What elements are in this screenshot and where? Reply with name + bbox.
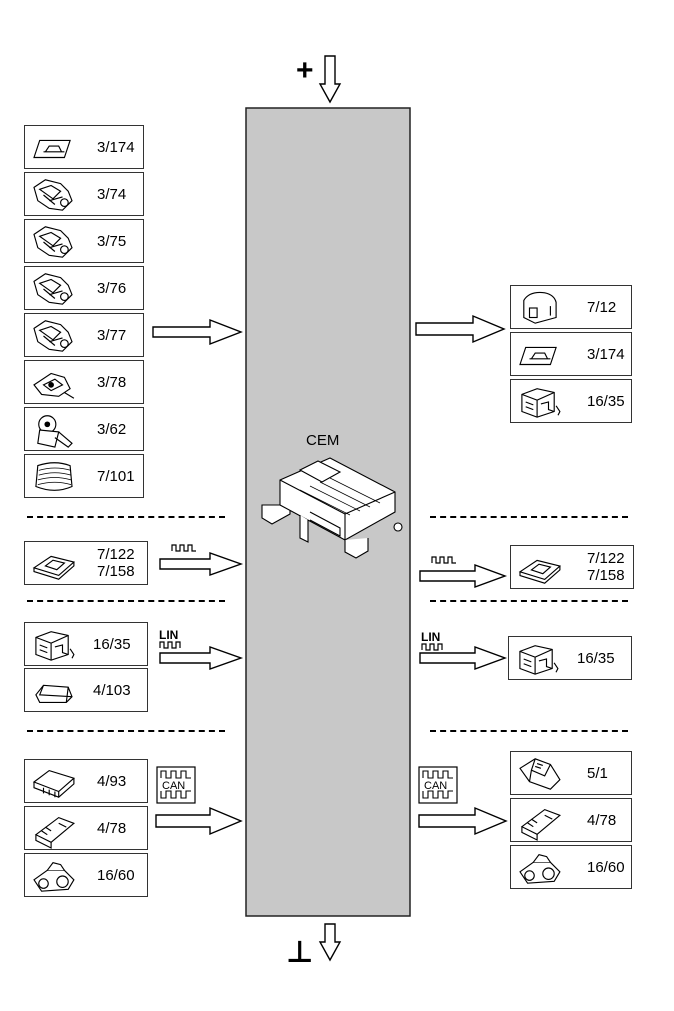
ground-symbol: ⊥ — [286, 935, 313, 970]
component-code: 4/78 — [97, 820, 127, 837]
component-box: 16/35 — [508, 636, 632, 680]
component-box: 3/78 — [24, 360, 144, 404]
component-box: 16/35 — [24, 622, 148, 666]
lock-motor-icon — [33, 226, 73, 258]
component-code: 7/122 7/158 — [97, 546, 135, 580]
output-arrow-group1 — [415, 314, 506, 344]
component-box: 4/103 — [24, 668, 148, 712]
lin-pulse-icon — [159, 641, 181, 649]
component-box: 7/12 — [510, 285, 632, 329]
component-code: 5/1 — [587, 765, 608, 782]
can-signal-icon — [418, 766, 458, 804]
component-box: 7/101 — [24, 454, 144, 498]
component-box: 3/76 — [24, 266, 144, 310]
component-code: 7/12 — [587, 299, 617, 316]
output-arrow-group4 — [418, 806, 508, 836]
cem-unit-icon — [261, 457, 403, 559]
group-separator — [430, 730, 628, 732]
group-separator — [430, 600, 628, 602]
group-separator — [27, 600, 225, 602]
component-code: 7/101 — [97, 468, 135, 485]
cem-label: CEM — [306, 432, 340, 449]
component-box: 3/174 — [24, 125, 144, 169]
component-code: 16/35 — [93, 636, 131, 653]
component-box: 4/78 — [510, 798, 632, 842]
component-code: 3/174 — [587, 346, 625, 363]
component-code: 3/77 — [97, 327, 127, 344]
group-separator — [27, 730, 225, 732]
component-code: 16/60 — [587, 859, 625, 876]
component-box: 16/60 — [24, 853, 148, 897]
ground-out-arrow — [318, 923, 342, 962]
input-arrow-group4 — [155, 806, 243, 836]
lin-pulse-icon — [421, 643, 443, 651]
component-code: 4/78 — [587, 812, 617, 829]
output-arrow-group2 — [419, 563, 508, 589]
climate-unit-icon — [521, 388, 561, 418]
group-separator — [27, 516, 225, 518]
climate-unit-icon — [519, 645, 559, 675]
component-code: 3/74 — [97, 186, 127, 203]
antenna-module-icon — [518, 559, 562, 584]
component-box: 16/60 — [510, 845, 632, 889]
can-signal-icon — [156, 766, 196, 804]
component-box: 3/62 — [24, 407, 144, 451]
pump-unit-icon — [33, 862, 75, 892]
component-box: 3/74 — [24, 172, 144, 216]
grille-icon — [35, 462, 73, 491]
lock-motor-icon — [33, 320, 73, 352]
lamp-housing-icon — [523, 291, 557, 324]
input-arrow-group3 — [159, 646, 244, 670]
input-arrow-group2 — [159, 552, 244, 576]
component-code: 3/174 — [97, 139, 135, 156]
panel-button-icon — [33, 139, 71, 159]
lock-motor-icon — [33, 273, 73, 305]
lin-label: LIN — [421, 630, 440, 644]
component-code: 3/75 — [97, 233, 127, 250]
component-code: 16/60 — [97, 867, 135, 884]
component-box: 4/78 — [24, 806, 148, 850]
output-arrow-group3 — [419, 645, 508, 671]
can-label: CAN — [162, 780, 185, 792]
pwm-signal-icon — [171, 544, 196, 552]
component-code: 3/62 — [97, 421, 127, 438]
component-box: 7/122 7/158 — [510, 545, 634, 589]
plus-symbol: + — [296, 54, 314, 87]
component-box: 3/77 — [24, 313, 144, 357]
component-box: 5/1 — [510, 751, 632, 795]
panel-button-icon — [519, 346, 557, 366]
control-module-icon — [32, 769, 76, 798]
latch-sensor-icon — [33, 372, 75, 399]
ignition-switch-icon — [37, 415, 73, 448]
battery-sensor-icon — [35, 684, 73, 703]
component-code: 16/35 — [587, 393, 625, 410]
pwm-signal-icon — [431, 556, 456, 564]
lock-motor-icon — [33, 179, 73, 211]
component-box: 3/75 — [24, 219, 144, 263]
power-in-arrow — [318, 55, 342, 104]
climate-unit-icon — [35, 631, 75, 661]
antenna-module-icon — [32, 555, 76, 580]
component-box: 7/122 7/158 — [24, 541, 148, 585]
component-code: 3/78 — [97, 374, 127, 391]
component-code: 3/76 — [97, 280, 127, 297]
component-code: 16/35 — [577, 650, 615, 667]
controller-board-icon — [520, 808, 562, 841]
can-label: CAN — [424, 780, 447, 792]
component-box: 4/93 — [24, 759, 148, 803]
key-fob-icon — [519, 758, 561, 790]
component-code: 7/122 7/158 — [587, 550, 625, 584]
controller-board-icon — [34, 816, 76, 849]
lin-label: LIN — [159, 628, 178, 642]
input-arrow-group1 — [152, 318, 243, 346]
pump-unit-icon — [519, 854, 561, 884]
component-box: 16/35 — [510, 379, 632, 423]
component-code: 4/103 — [93, 682, 131, 699]
component-box: 3/174 — [510, 332, 632, 376]
group-separator — [430, 516, 628, 518]
component-code: 4/93 — [97, 773, 127, 790]
